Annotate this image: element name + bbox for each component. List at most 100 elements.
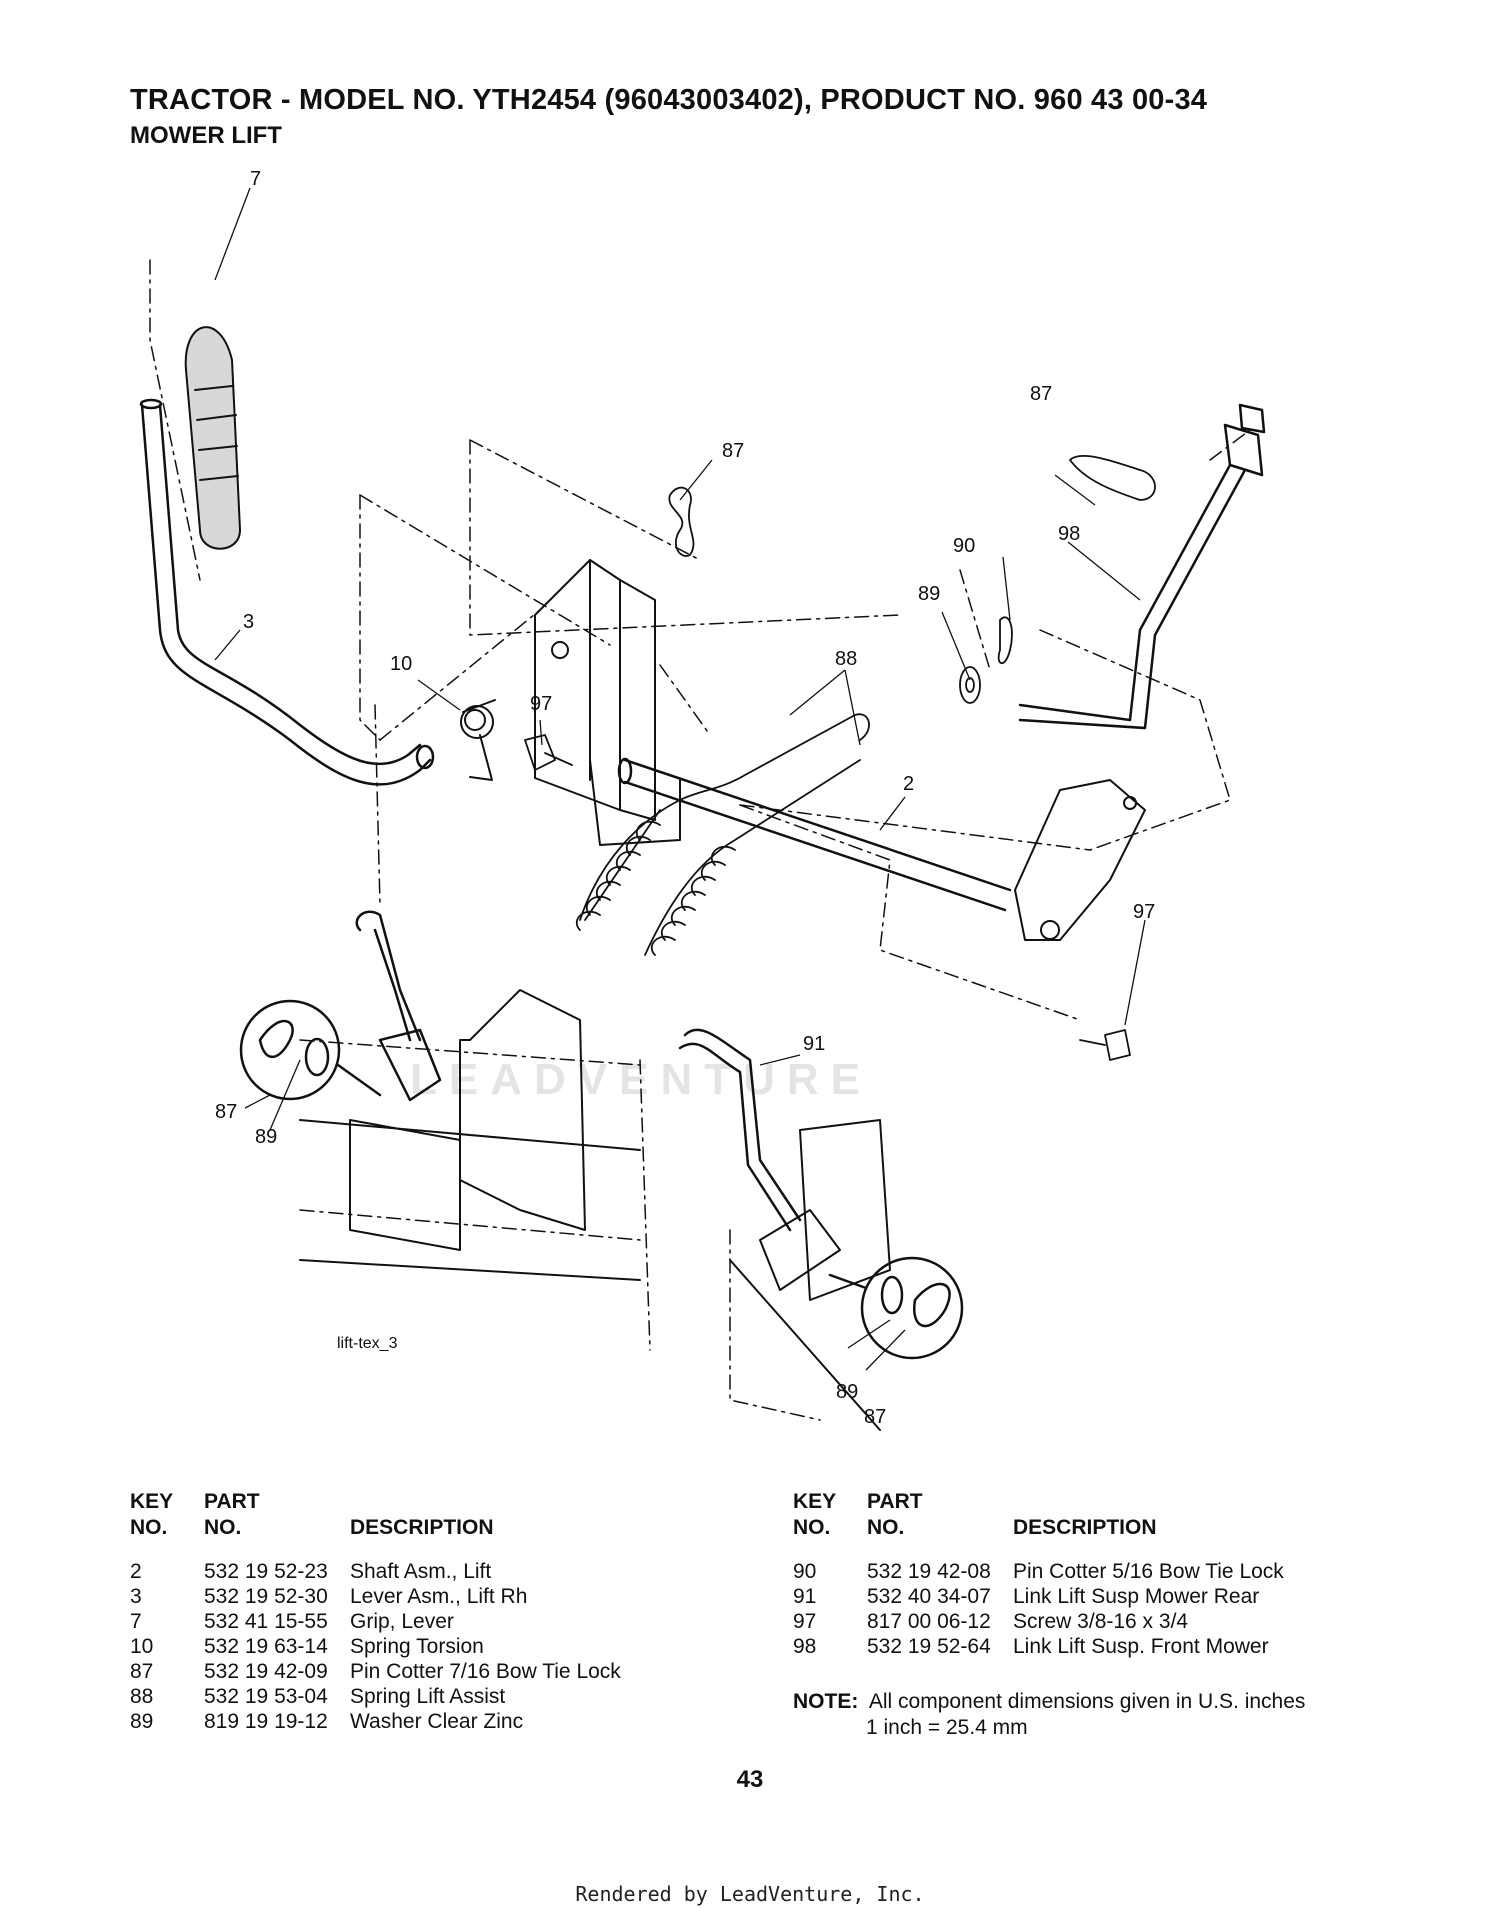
table-row: 90 532 19 42-08 Pin Cotter 5/16 Bow Tie Lo…: [793, 1560, 1433, 1585]
callout-87-bottom: 87: [864, 1406, 886, 1428]
table-row: 88 532 19 53-04 Spring Lift Assist: [130, 1685, 730, 1710]
callout-87-right: 87: [1030, 383, 1052, 405]
washers: [959, 666, 981, 704]
section-subtitle: MOWER LIFT: [130, 122, 282, 149]
footer-text: Rendered by LeadVenture, Inc.: [575, 1882, 925, 1906]
leader-lines: [214, 187, 1146, 1371]
callout-97-left: 97: [530, 693, 552, 715]
callout-89-bottom: 89: [836, 1381, 858, 1403]
front-left-link-part: [355, 910, 442, 1102]
part-key-no: 7: [130, 1610, 142, 1633]
part-key-no: 3: [130, 1585, 142, 1608]
callout-87-left: 87: [215, 1101, 237, 1123]
part-key-no: 88: [130, 1685, 154, 1708]
part-number: 532 19 42-08: [867, 1560, 991, 1583]
header-part: PART: [204, 1490, 260, 1513]
part-description: Link Lift Susp Mower Rear: [1013, 1585, 1260, 1608]
table-header: KEY NO. PART NO. DESCRIPTION: [793, 1490, 1433, 1546]
lever-asm-part: [139, 398, 435, 786]
detail-circle-right: [828, 1256, 964, 1360]
part-description: Screw 3/8-16 x 3/4: [1013, 1610, 1189, 1633]
callout-89-left: 89: [255, 1126, 277, 1148]
parts-diagram: 7 87 87 3 10 97 88 90 98 89 2 97 91 87 8…: [139, 168, 1266, 1431]
part-number: 817 00 06-12: [867, 1610, 991, 1633]
callout-87-top: 87: [722, 440, 744, 462]
callout-7: 7: [250, 168, 261, 190]
header-part-no: NO.: [204, 1516, 242, 1539]
header-part: PART: [867, 1490, 923, 1513]
front-link-part: [1018, 403, 1266, 730]
part-number: 819 19 19-12: [204, 1710, 328, 1733]
part-key-no: 2: [130, 1560, 142, 1583]
detail-circle-left: [239, 999, 382, 1101]
part-key-no: 91: [793, 1585, 817, 1608]
callout-2: 2: [903, 773, 914, 795]
part-key-no: 90: [793, 1560, 817, 1583]
callout-89-right: 89: [918, 583, 940, 605]
bow-tie-pins: [668, 455, 1156, 665]
part-number: 532 19 63-14: [204, 1635, 328, 1658]
grip-lever-part: [184, 326, 241, 550]
part-description: Spring Torsion: [350, 1635, 484, 1658]
header-key: KEY: [793, 1490, 837, 1513]
part-number: 532 41 15-55: [204, 1610, 328, 1633]
screws: [524, 734, 1131, 1061]
table-row: 7 532 41 15-55 Grip, Lever: [130, 1610, 730, 1635]
rear-link-part: [678, 1028, 802, 1232]
page-number: 43: [736, 1766, 764, 1793]
spring-coil-right: [650, 845, 736, 956]
note-line-1: All component dimensions given in U.S. i…: [868, 1690, 1306, 1713]
page-title: TRACTOR - MODEL NO. YTH2454 (96043003402…: [130, 84, 1208, 116]
part-description: Grip, Lever: [350, 1610, 454, 1633]
part-key-no: 89: [130, 1710, 154, 1733]
part-description: Lever Asm., Lift Rh: [350, 1585, 528, 1608]
watermark-text: LEADVENTURE: [410, 1055, 873, 1104]
part-number: 532 19 52-64: [867, 1635, 991, 1658]
spring-coil-left: [575, 809, 661, 931]
guide-lines: [149, 259, 1251, 1421]
callout-91: 91: [803, 1033, 825, 1055]
right-lift-plate-part: [1014, 779, 1146, 941]
part-description: Spring Lift Assist: [350, 1685, 506, 1708]
table-row: 98 532 19 52-64 Link Lift Susp. Front Mowe…: [793, 1635, 1433, 1660]
part-description: Pin Cotter 5/16 Bow Tie Lock: [1013, 1560, 1284, 1583]
part-description: Link Lift Susp. Front Mower: [1013, 1635, 1269, 1658]
parts-table-right: KEY NO. PART NO. DESCRIPTION 90 532 19 42…: [793, 1490, 1433, 1660]
callout-90: 90: [953, 535, 975, 557]
table-row: 10 532 19 63-14 Spring Torsion: [130, 1635, 730, 1660]
note-line-2: 1 inch = 25.4 mm: [866, 1716, 1028, 1739]
table-row: 97 817 00 06-12 Screw 3/8-16 x 3/4: [793, 1610, 1433, 1635]
lift-shaft-part: [617, 757, 1012, 912]
part-key-no: 87: [130, 1660, 154, 1683]
callout-98: 98: [1058, 523, 1080, 545]
table-row: 2 532 19 52-23 Shaft Asm., Lift: [130, 1560, 730, 1585]
header-key-no: NO.: [130, 1516, 168, 1539]
torsion-spring-part: [460, 699, 496, 781]
part-number: 532 19 53-04: [204, 1685, 328, 1708]
left-deck-bracket-part: [299, 989, 641, 1281]
parts-table-left: KEY NO. PART NO. DESCRIPTION 2 532 19 52-…: [130, 1490, 730, 1735]
header-key: KEY: [130, 1490, 174, 1513]
lift-assist-springs-part: [575, 713, 870, 956]
note-label: NOTE:: [793, 1690, 859, 1713]
callout-88: 88: [835, 648, 857, 670]
part-key-no: 97: [793, 1610, 817, 1633]
part-number: 532 19 42-09: [204, 1660, 328, 1683]
callout-97-right: 97: [1133, 901, 1155, 923]
table-header: KEY NO. PART NO. DESCRIPTION: [130, 1490, 730, 1546]
header-description: DESCRIPTION: [1013, 1516, 1157, 1539]
part-key-no: 98: [793, 1635, 817, 1658]
right-deck-bracket-part: [729, 1119, 891, 1431]
part-key-no: 10: [130, 1635, 154, 1658]
part-description: Shaft Asm., Lift: [350, 1560, 492, 1583]
header-key-no: NO.: [793, 1516, 831, 1539]
header-part-no: NO.: [867, 1516, 905, 1539]
bracket-assembly-part: [534, 559, 681, 846]
callout-3: 3: [243, 611, 254, 633]
part-number: 532 19 52-23: [204, 1560, 328, 1583]
callout-10: 10: [390, 653, 412, 675]
